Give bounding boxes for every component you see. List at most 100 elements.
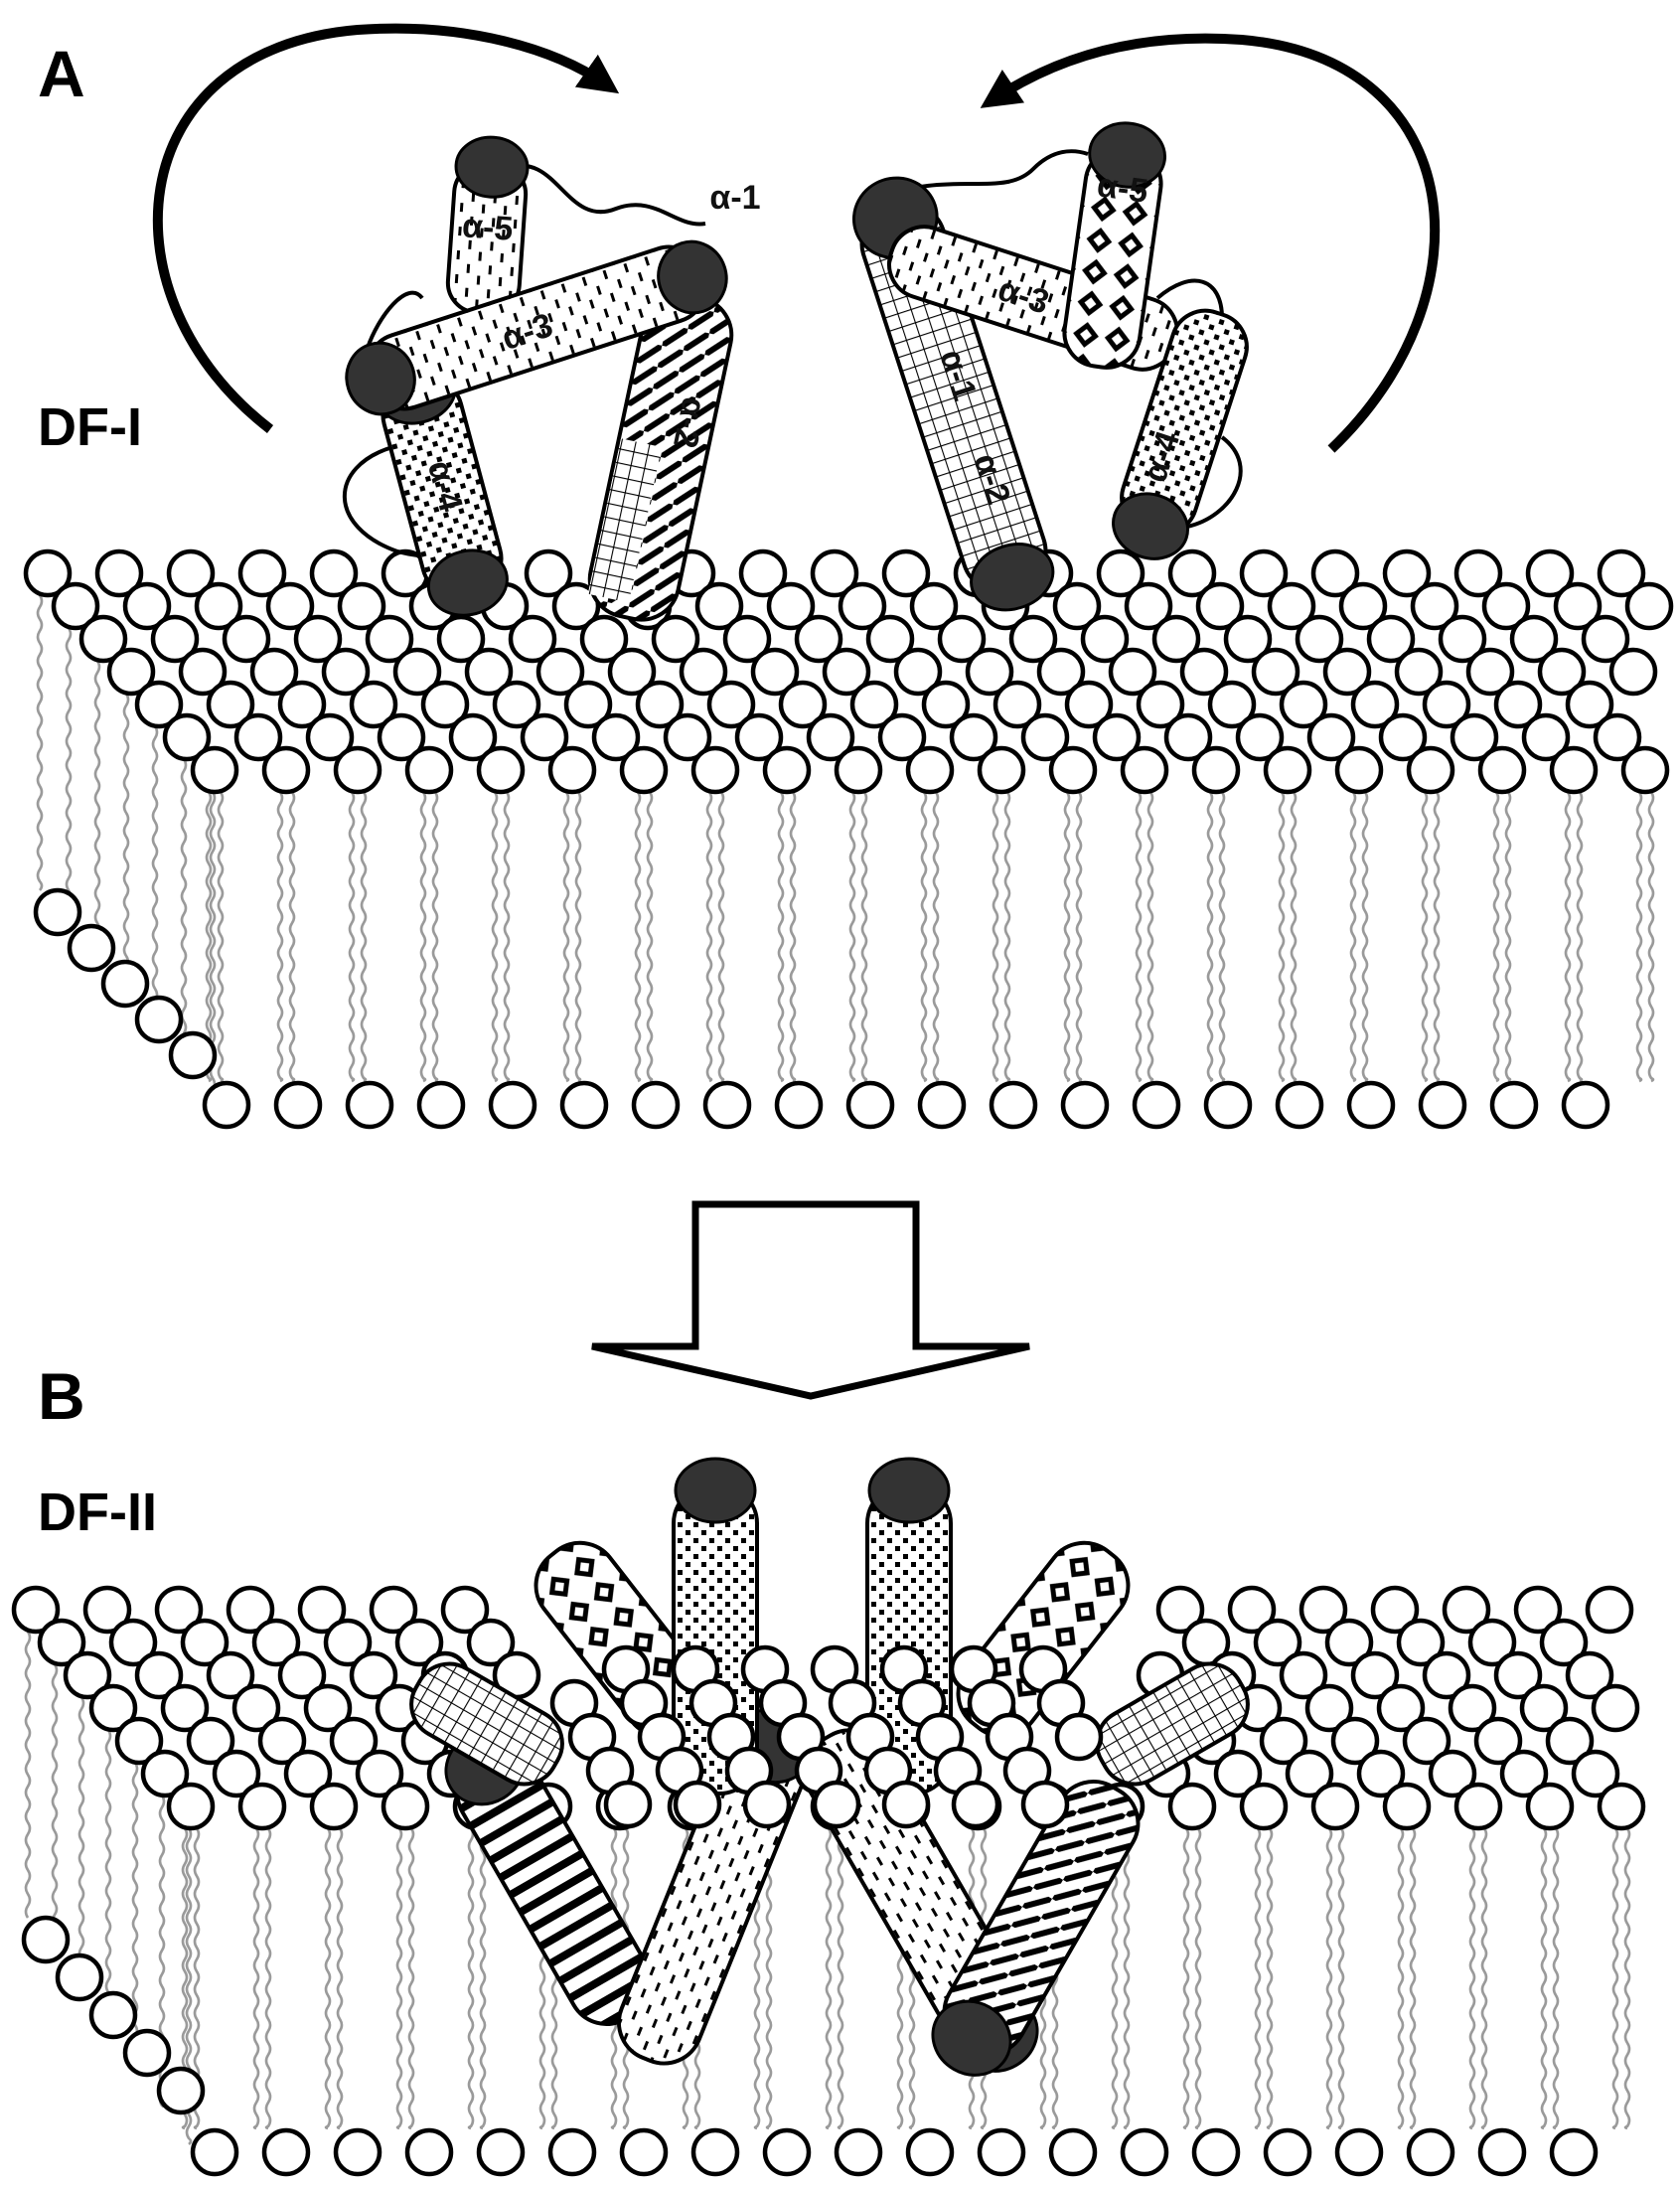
lipid-tail	[1492, 791, 1500, 1083]
lipid-head	[194, 581, 243, 631]
lipid-head	[722, 614, 772, 664]
lipid-tail	[932, 791, 940, 1083]
lipid-head	[838, 581, 887, 631]
lipid-head	[1179, 647, 1229, 697]
lipid-head	[794, 614, 843, 664]
lipid-head	[579, 614, 629, 664]
lipid-head	[293, 614, 343, 664]
lipid-head	[881, 548, 931, 598]
lipid-heads-b-front	[549, 1644, 1104, 1829]
lipid-tail	[646, 791, 654, 1083]
lipid-head	[488, 1080, 537, 1130]
lipid-tail	[777, 791, 785, 1083]
lipid-tail	[77, 1696, 85, 1994]
lipid-head	[1448, 1683, 1497, 1733]
lipid-head	[381, 1782, 430, 1831]
lipid-tail	[1266, 1827, 1274, 2130]
lipid-head	[231, 1683, 281, 1733]
lipid-head	[1108, 647, 1157, 697]
lipid-tail	[252, 1827, 260, 2130]
lipid-tail	[217, 791, 225, 1083]
helix-label-a1: α-1	[709, 179, 760, 217]
lipid-head	[663, 712, 712, 762]
lipid-head	[1048, 2127, 1098, 2177]
lipid-head	[762, 2127, 812, 2177]
lipid-head	[1549, 745, 1599, 795]
lipid-head	[702, 1080, 752, 1130]
lipid-tail	[1433, 791, 1441, 1083]
lipid-head	[251, 1618, 301, 1667]
lipid-head	[283, 1749, 333, 1798]
lipid-head	[1422, 680, 1471, 729]
lipid-head	[394, 1618, 444, 1667]
lipid-head	[520, 712, 569, 762]
lipid-head	[921, 680, 971, 729]
protein-dimer-right: α-1 α-2 α-3 α-5 α-4	[851, 121, 1249, 612]
lipid-head	[11, 1585, 61, 1635]
lipid-head	[67, 923, 116, 973]
lipid-head	[734, 712, 784, 762]
lipid-tail	[1218, 791, 1226, 1083]
lipid-head	[834, 2127, 883, 2177]
lipid-head	[1585, 1585, 1634, 1635]
lipid-tails-a	[36, 594, 1655, 1107]
lipid-head	[1167, 1782, 1217, 1831]
lipid-tail	[562, 791, 570, 1083]
lipid-head	[1195, 581, 1245, 631]
state-label-dfi: DF-I	[38, 397, 142, 457]
lipid-head	[416, 1080, 466, 1130]
lipid-head	[1366, 614, 1416, 664]
lipid-head	[1207, 680, 1257, 729]
lipid-head	[619, 2127, 669, 2177]
lipid-head	[1378, 712, 1428, 762]
lipid-head	[355, 1749, 404, 1798]
lipid-head	[1350, 680, 1400, 729]
lipid-head	[1096, 548, 1145, 598]
lipid-head	[492, 680, 541, 729]
lipid-head	[917, 1080, 967, 1130]
lipid-head	[1493, 680, 1543, 729]
lipid-head	[1213, 1749, 1263, 1798]
lipid-head	[134, 680, 184, 729]
lipid-head	[1597, 1782, 1646, 1831]
lipid-head	[168, 1030, 218, 1080]
lipid-head	[631, 1080, 681, 1130]
lipid-head	[150, 614, 200, 664]
lipid-tail	[1552, 1827, 1560, 2130]
lipid-head	[261, 2127, 311, 2177]
lipid-head	[1020, 1780, 1070, 1829]
lipid-tail	[1123, 1827, 1131, 2130]
lipid-head	[1571, 1749, 1620, 1798]
lipid-head	[122, 2028, 172, 2078]
lipid-head	[1008, 614, 1058, 664]
lipid-head	[448, 712, 498, 762]
lipid-head	[750, 647, 800, 697]
lipid-tail	[1349, 791, 1357, 1083]
lipid-head	[1227, 1585, 1277, 1635]
lipid-head	[1052, 581, 1102, 631]
lipid-head	[1304, 1683, 1354, 1733]
lipid-tail	[1576, 791, 1584, 1083]
lipid-head	[1310, 1782, 1360, 1831]
lipid-head	[706, 680, 756, 729]
lipid-tail	[1540, 1827, 1548, 2130]
lipid-head	[1048, 745, 1098, 795]
lipid-tail	[122, 693, 130, 1000]
lipid-tail	[789, 791, 797, 1083]
lipid-head	[1591, 1683, 1640, 1733]
lipid-head	[233, 712, 283, 762]
lipid-head	[1306, 712, 1356, 762]
lipid-head	[140, 1749, 190, 1798]
lipid-head	[476, 2127, 526, 2177]
lipid-head	[1597, 548, 1646, 598]
lipid-head	[1521, 712, 1571, 762]
lipid-head	[547, 745, 597, 795]
lipid-head	[1624, 581, 1674, 631]
lipid-head	[1324, 1618, 1374, 1667]
lipid-head	[1561, 1080, 1610, 1130]
helix-a5-right: α-5	[1062, 121, 1167, 370]
lipid-head	[635, 680, 685, 729]
lipid-head	[690, 2127, 740, 2177]
lipid-tail	[348, 791, 356, 1083]
lipid-head	[349, 680, 398, 729]
